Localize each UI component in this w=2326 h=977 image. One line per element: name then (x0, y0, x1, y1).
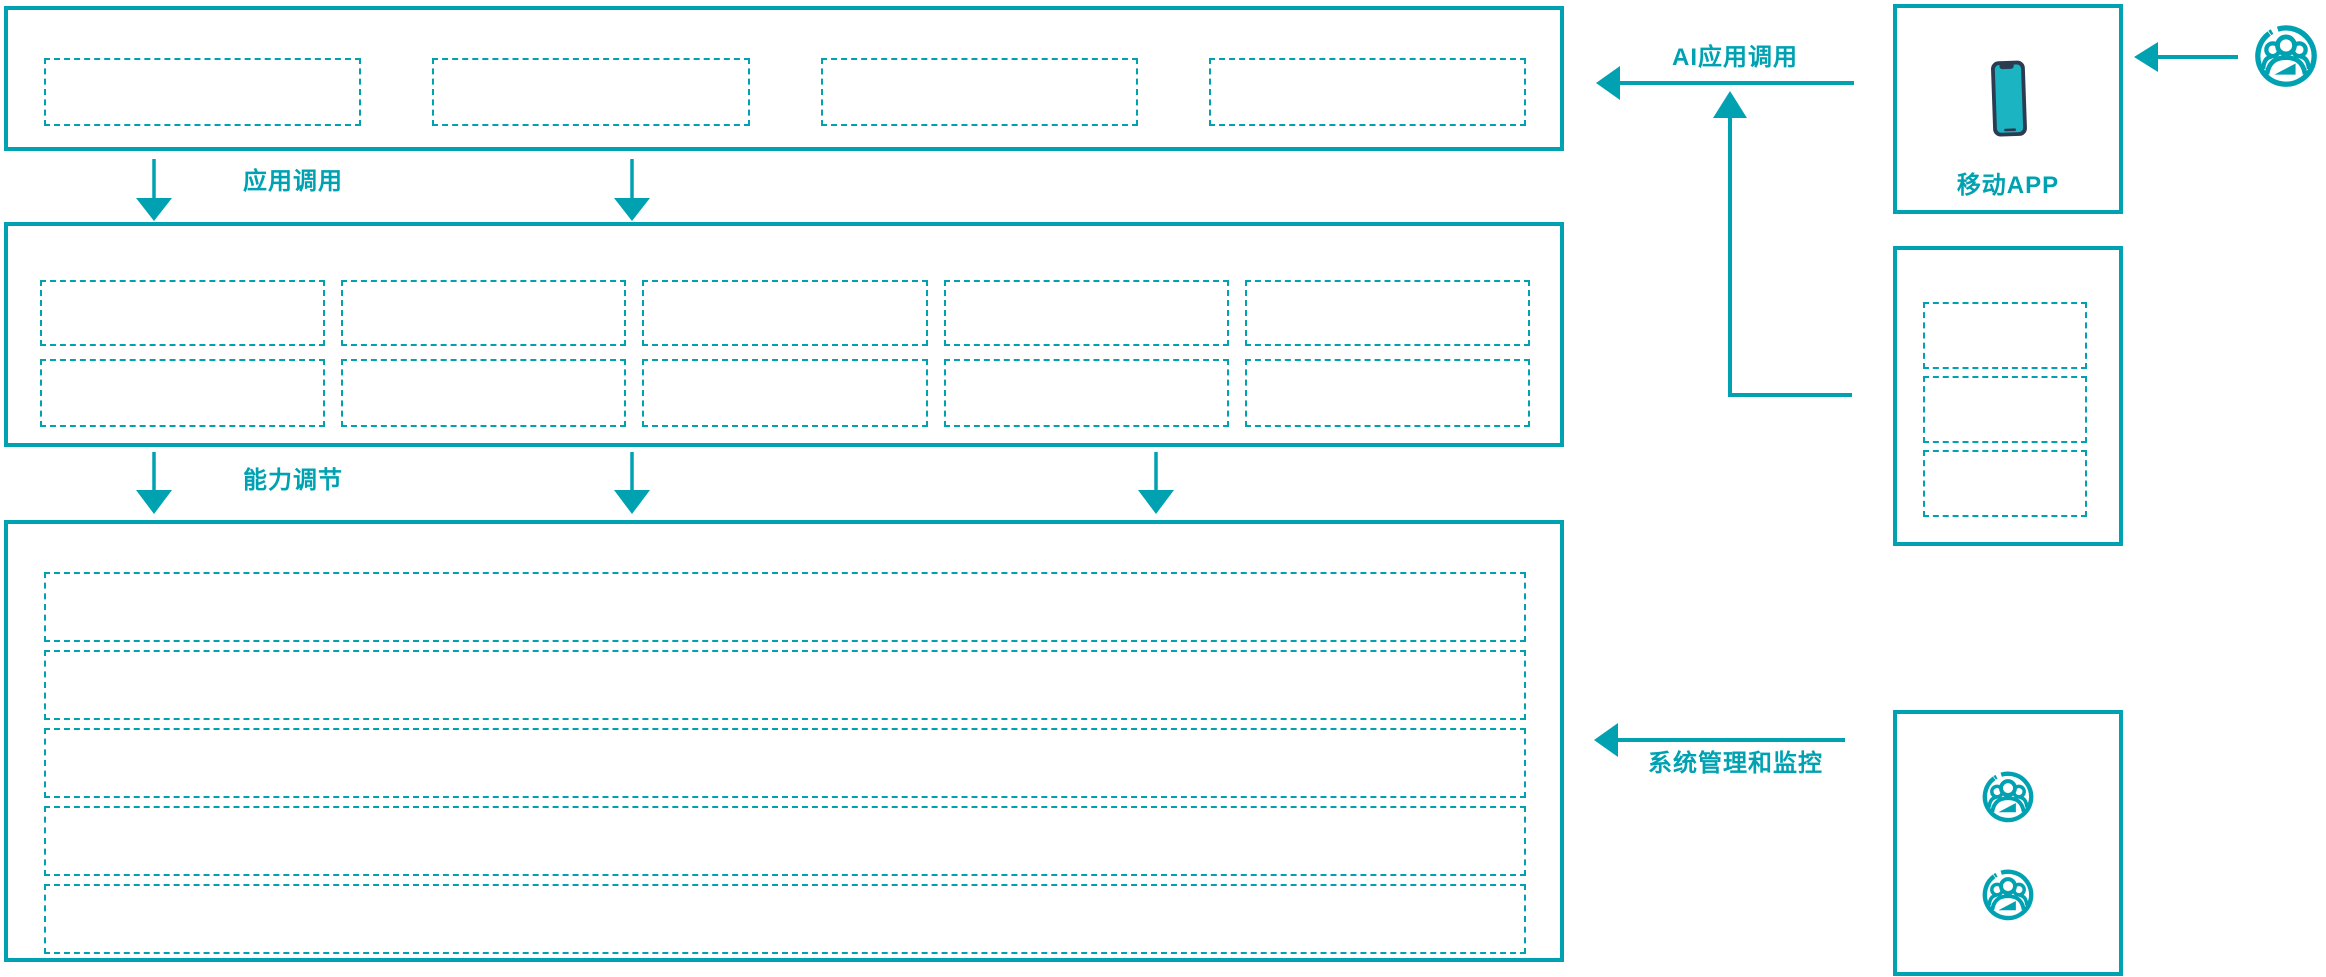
placeholder-box (642, 280, 928, 346)
arrow-user-to-app (2134, 42, 2238, 72)
mobile-app-label: 移动APP (1956, 172, 2060, 199)
placeholder-box (341, 280, 627, 346)
placeholder-row (44, 884, 1526, 954)
capability-adjust-label: 能力调节 (243, 467, 343, 494)
placeholder-box (1923, 450, 2087, 517)
placeholder-box (44, 58, 362, 126)
mobile-app-box: 移动APP (1893, 4, 2123, 214)
placeholder-box (1244, 280, 1531, 346)
placeholder-box (943, 359, 1229, 427)
placeholder-row (44, 572, 1526, 642)
user-group-icon (1980, 768, 2036, 824)
arrow-services-up (1713, 91, 1852, 397)
placeholder-row (44, 650, 1526, 720)
user-group-icon (1980, 866, 2036, 922)
app-call-label: 应用调用 (243, 168, 343, 195)
arrow-capability-3 (1138, 452, 1174, 514)
arrow-app-call-2 (614, 159, 650, 221)
top-layer-box (4, 6, 1564, 151)
services-placeholder-stack (1923, 302, 2087, 517)
arrow-capability-2 (614, 452, 650, 514)
user-group-icon (2252, 21, 2320, 89)
middle-layer-box (4, 222, 1564, 447)
bottom-placeholder-stack (44, 572, 1526, 954)
placeholder-box (642, 359, 928, 427)
placeholder-box (432, 58, 750, 126)
placeholder-box (820, 58, 1138, 126)
placeholder-row (44, 806, 1526, 876)
placeholder-box (40, 280, 326, 346)
admin-users-box (1893, 710, 2123, 976)
placeholder-box (40, 359, 326, 427)
bottom-layer-box (4, 520, 1564, 962)
middle-placeholder-row-1 (40, 280, 1531, 346)
middle-placeholder-row-2 (40, 359, 1531, 427)
placeholder-row (44, 728, 1526, 798)
right-services-box (1893, 246, 2123, 546)
smartphone-icon (1987, 56, 2031, 142)
arrow-capability-1 (136, 452, 172, 514)
placeholder-box (943, 280, 1229, 346)
placeholder-box (1208, 58, 1526, 126)
arrow-app-call-1 (136, 159, 172, 221)
placeholder-box (1923, 376, 2087, 443)
placeholder-box (1244, 359, 1531, 427)
placeholder-box (341, 359, 627, 427)
placeholder-box (1923, 302, 2087, 369)
system-management-label: 系统管理和监控 (1648, 750, 1823, 777)
ai-app-call-label: AI应用调用 (1672, 44, 1798, 71)
top-placeholder-row (44, 58, 1526, 126)
